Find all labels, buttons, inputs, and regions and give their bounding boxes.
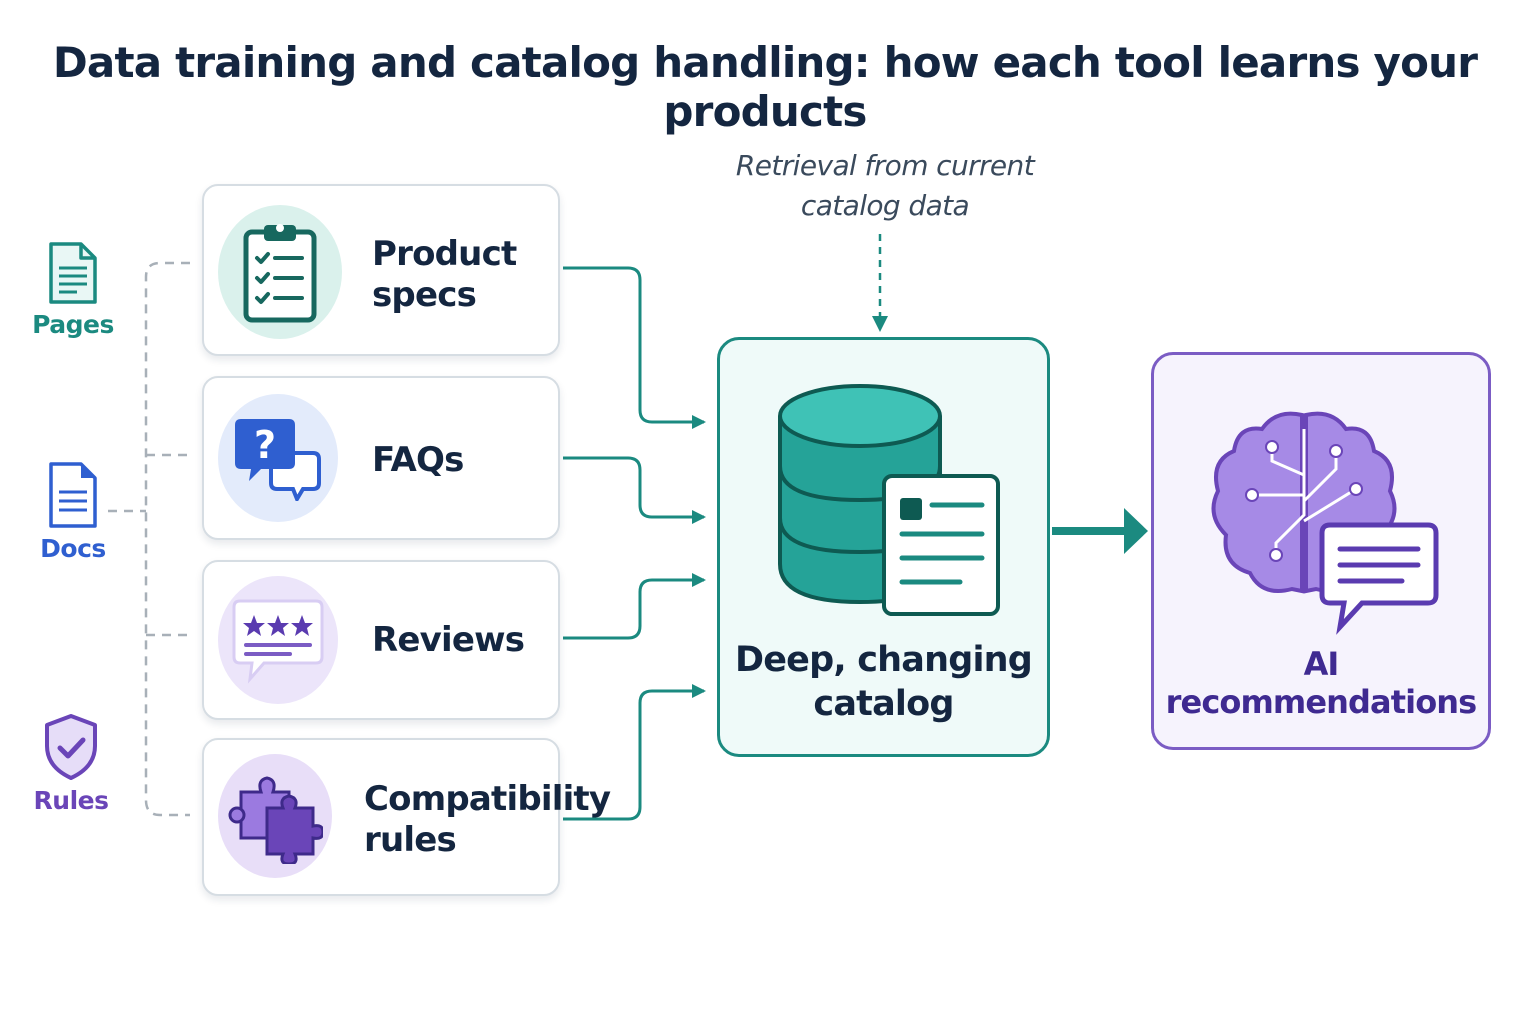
input-card-reviews: Reviews [202,560,560,720]
page-title: Data training and catalog handling: how … [52,38,1478,136]
source-label-pages: Pages [32,310,114,339]
input-card-faqs: ? FAQs [202,376,560,540]
puzzle-pieces-icon [228,776,323,864]
catalog-box: Deep, changing catalog [717,337,1050,757]
connector-reviews [563,573,706,640]
input-label-reviews: Reviews [372,620,525,660]
shield-check-icon [45,714,97,780]
page-document-icon [49,242,97,304]
source-bracket-dashed [108,261,190,817]
connector-faqs [563,456,706,524]
question-chat-icon: ? [235,419,321,501]
catalog-label: Deep, changing catalog [734,640,1033,724]
brain-chat-icon [1211,411,1439,635]
clipboard-checklist-icon [243,224,317,323]
connector-compat [563,684,706,821]
database-document-icon [778,384,1000,616]
input-card-product-specs: Product specs [202,184,560,356]
source-rules: Rules [28,712,114,815]
docs-file-icon [49,462,97,528]
ai-recommendations-box: AI recommendations [1151,352,1491,750]
connector-specs [563,266,706,429]
star-review-icon [232,599,324,684]
ai-recommendations-label: AI recommendations [1165,645,1478,721]
input-card-compatibility-rules: Compatibility rules [202,738,611,896]
input-label-product-specs: Product specs [372,234,517,315]
input-label-compatibility-rules: Compatibility rules [364,779,611,860]
source-label-docs: Docs [40,534,106,563]
input-label-faqs: FAQs [372,440,464,480]
retrieval-note: Retrieval from current catalog data [735,149,1035,222]
source-pages: Pages [30,240,116,339]
svg-text:?: ? [254,423,276,467]
source-docs: Docs [30,460,116,563]
source-label-rules: Rules [33,786,109,815]
